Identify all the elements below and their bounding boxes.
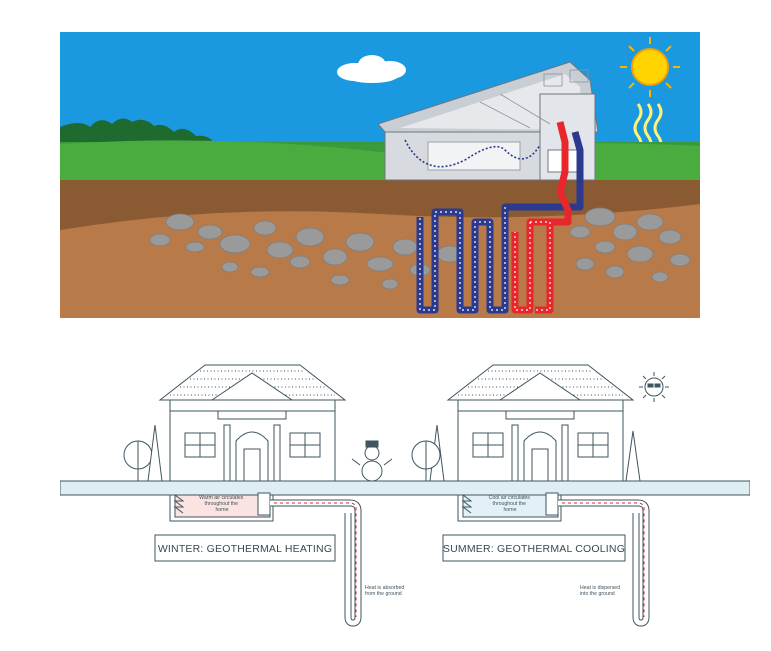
winter-house — [158, 364, 347, 482]
winter-title-box: WINTER: GEOTHERMAL HEATING — [154, 534, 336, 562]
winter-inside-note: Warm air circulates throughout the home — [199, 495, 245, 513]
cloud — [337, 55, 406, 83]
ground-line — [60, 480, 750, 496]
summer-ground-loop — [558, 499, 650, 627]
summer-basement — [457, 492, 562, 522]
seasonal-geothermal-diagram: Warm air circulates throughout the home … — [60, 364, 750, 627]
winter-ground-loop — [270, 499, 362, 627]
summer-ground-note: Heat is dispersed into the ground — [580, 585, 622, 597]
rocks — [149, 207, 691, 290]
winter-trees — [123, 424, 163, 482]
snowman-icon — [351, 440, 393, 482]
winter-ground-note: Heat is absorbed from the ground — [365, 585, 406, 597]
ground-loop — [416, 121, 584, 314]
winter-title: WINTER: GEOTHERMAL HEATING — [158, 543, 332, 555]
geothermal-cutaway-illustration — [60, 32, 700, 318]
summer-title-box: SUMMER: GEOTHERMAL COOLING — [442, 534, 626, 562]
sun-with-sunglasses-icon — [639, 372, 669, 402]
summer-title: SUMMER: GEOTHERMAL COOLING — [443, 543, 625, 555]
house-cutaway — [377, 61, 599, 181]
summer-house — [446, 364, 635, 482]
summer-inside-note: Cool air circulates throughout the home — [489, 495, 532, 513]
sun-icon — [620, 37, 680, 97]
summer-trees — [411, 424, 641, 482]
